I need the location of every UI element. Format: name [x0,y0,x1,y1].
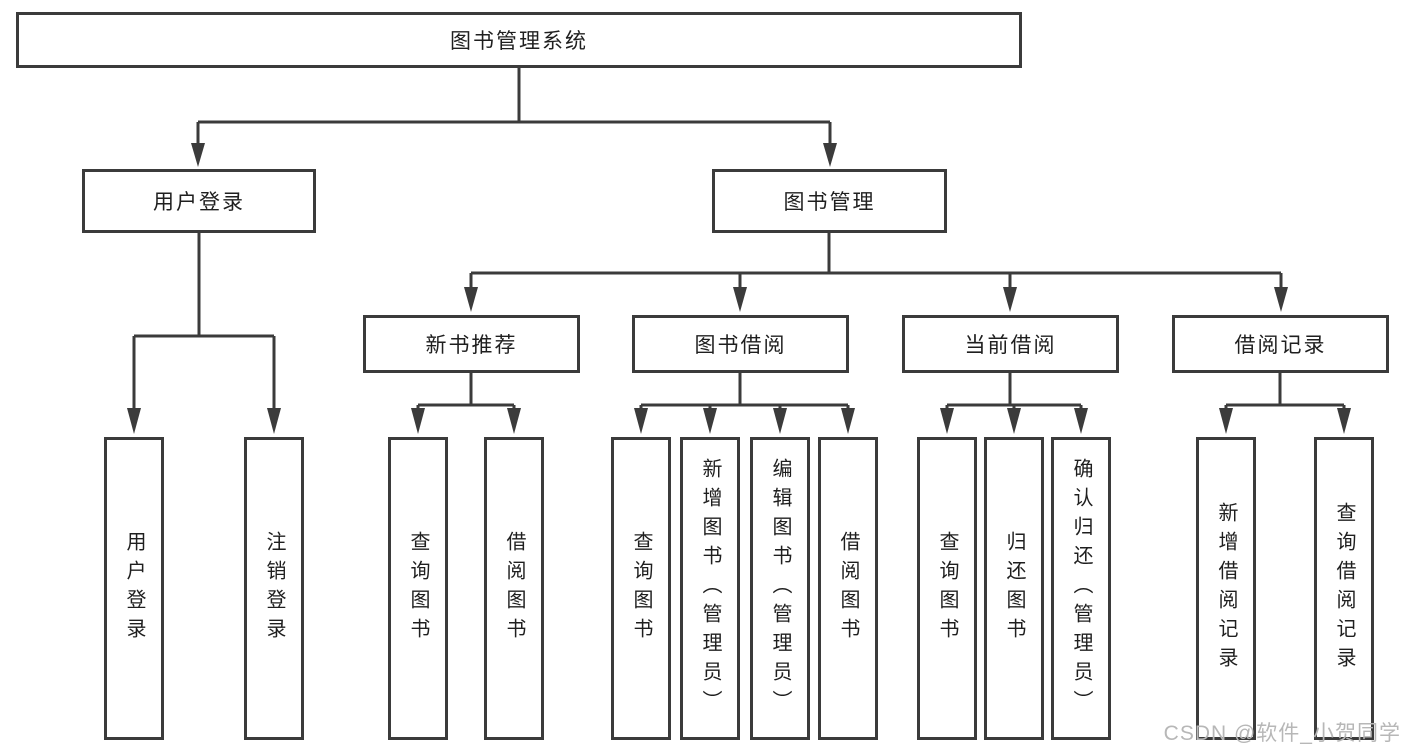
node-user-login: 用户登录 [82,169,316,233]
leaf-query-books-current: 查询图书 [917,437,977,740]
connector-current-borrow-to-leaves [940,373,1088,434]
leaf-add-borrow-record: 新增借阅记录 [1196,437,1256,740]
leaf-query-books-recommend: 查询图书 [388,437,448,740]
node-root-library-management-system: 图书管理系统 [16,12,1022,68]
leaf-confirm-return-admin: 确认归还（管理员） [1051,437,1111,740]
node-current-borrowing: 当前借阅 [902,315,1119,373]
leaf-logout: 注销登录 [244,437,304,740]
node-borrowing-records: 借阅记录 [1172,315,1389,373]
leaf-borrow-books-recommend: 借阅图书 [484,437,544,740]
leaf-query-books-borrow: 查询图书 [611,437,671,740]
connector-new-book-to-leaves [411,373,521,434]
watermark: CSDN @软件_小贺同学 [1163,722,1401,745]
node-book-borrowing: 图书借阅 [632,315,849,373]
connector-borrow-records-to-leaves [1219,373,1351,434]
leaf-query-borrow-record: 查询借阅记录 [1314,437,1374,740]
connector-book-borrow-to-leaves [634,373,855,434]
connector-root-to-level2 [191,68,837,167]
leaf-borrow-books: 借阅图书 [818,437,878,740]
leaf-add-books-admin: 新增图书（管理员） [680,437,740,740]
leaf-user-login: 用户登录 [104,437,164,740]
leaf-edit-books-admin: 编辑图书（管理员） [750,437,810,740]
leaf-return-books: 归还图书 [984,437,1044,740]
connector-book-management-to-level3 [464,233,1288,312]
node-book-management: 图书管理 [712,169,947,233]
node-new-book-recommendation: 新书推荐 [363,315,580,373]
connector-user-login-to-leaves [127,233,281,434]
